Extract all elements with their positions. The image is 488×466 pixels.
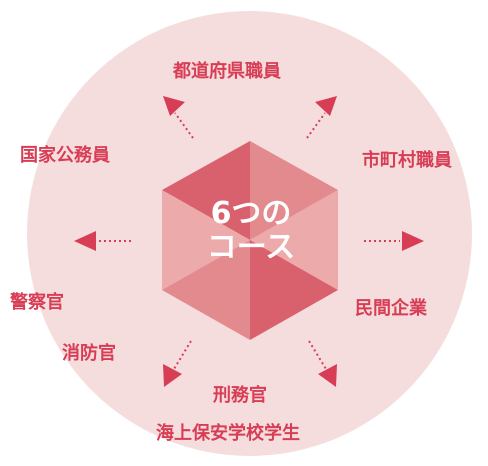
arrow-line-lower-left	[173, 340, 192, 370]
arrowhead-upper-left-icon	[163, 96, 185, 116]
hex-face-bottom-right	[250, 240, 338, 340]
arrowhead-upper-right-icon	[315, 96, 337, 116]
hex-face-bottom-left	[162, 240, 250, 340]
course-label-coast-guard: 海上保安学校学生	[156, 423, 300, 444]
center-title-line1: 6つの	[210, 196, 292, 231]
course-label-municipal: 市町村職員	[362, 150, 452, 171]
hex-face-left	[162, 190, 250, 290]
center-title: 6つの コース	[166, 197, 336, 265]
course-label-fire: 消防官	[62, 343, 116, 364]
arrowhead-lower-left-icon	[163, 364, 182, 387]
hex-face-top-right	[250, 141, 338, 240]
center-title-line2: コース	[206, 230, 296, 265]
course-label-private: 民間企業	[355, 298, 427, 319]
hex-face-right	[250, 190, 338, 290]
arrowhead-left-icon	[74, 231, 96, 251]
arrow-line-lower-right	[308, 340, 327, 370]
arrow-line-upper-left	[174, 112, 194, 139]
course-label-prefectural: 都道府県職員	[173, 61, 281, 82]
arrow-line-upper-right	[306, 112, 326, 139]
center-hexagon	[162, 141, 338, 340]
course-label-police: 警察官	[10, 292, 64, 313]
course-label-prison: 刑務官	[213, 385, 267, 406]
arrowhead-right-icon	[402, 231, 424, 251]
course-label-national: 国家公務員	[20, 145, 110, 166]
arrowhead-lower-right-icon	[318, 364, 337, 387]
hex-face-top-left	[162, 141, 250, 240]
